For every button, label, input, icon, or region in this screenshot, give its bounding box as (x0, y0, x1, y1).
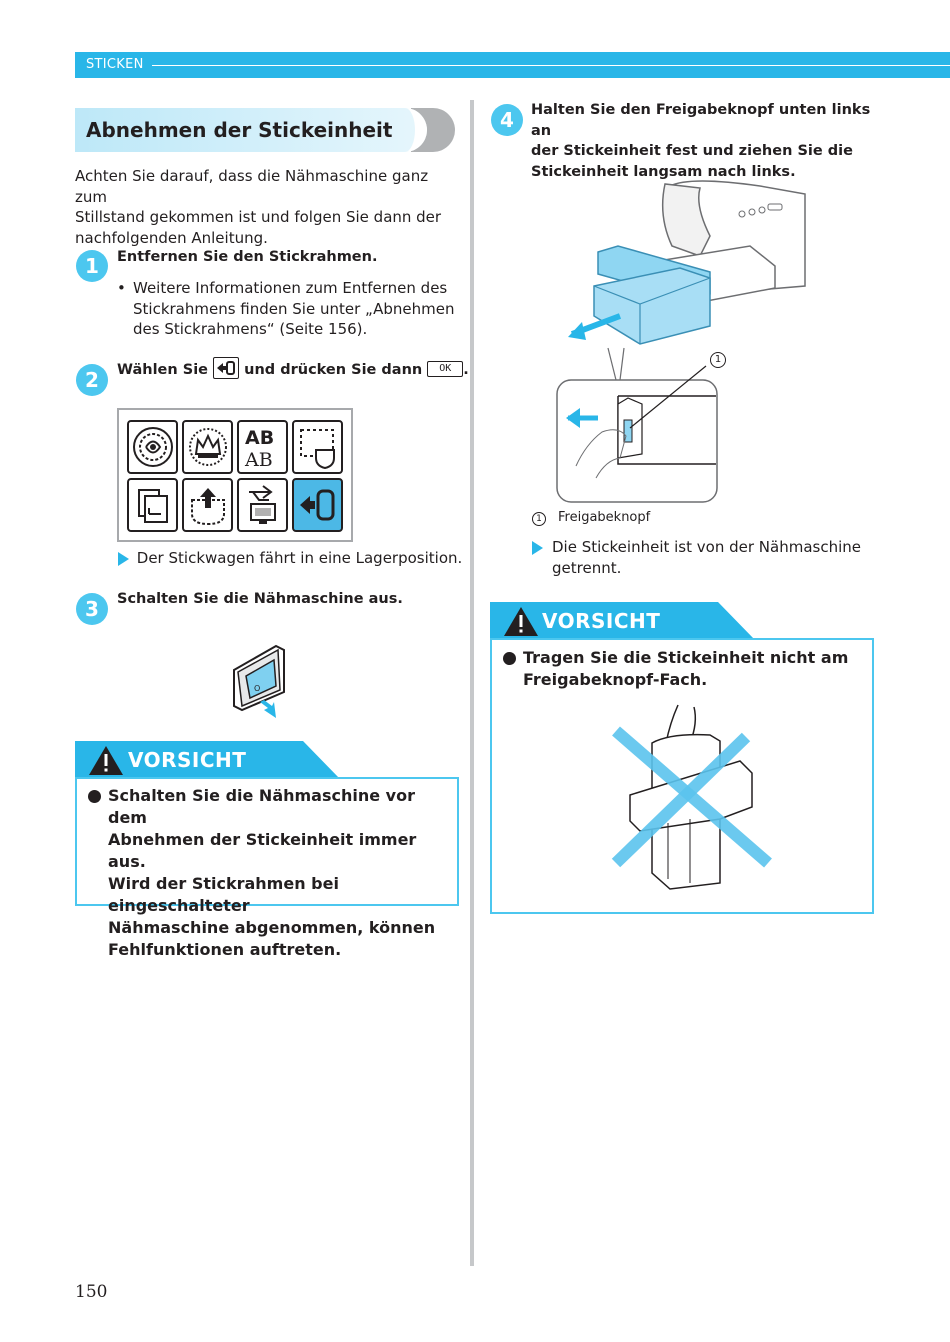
svg-text:AB: AB (245, 427, 274, 449)
callout-number: 1 (710, 352, 726, 368)
caution-text-left: Schalten Sie die Nähmaschine vor dem Abn… (108, 785, 453, 961)
caution-bullet-left (88, 790, 101, 803)
sewing-machine-illustration (568, 180, 806, 345)
caution-header-right (490, 602, 755, 640)
bullet-line: des Stickrahmens“ (Seite 156). (133, 320, 368, 338)
title-tab (75, 108, 455, 152)
intro-line: Stillstand gekommen ist und folgen Sie d… (75, 208, 442, 226)
caution-title-left: VORSICHT (128, 748, 247, 772)
step-4-title: Halten Sie den Freigabeknopf unten links… (531, 100, 891, 182)
caution-line: Nähmaschine abgenommen, können (108, 918, 436, 937)
step-1-title: Entfernen Sie den Stickrahmen. (117, 249, 378, 265)
caution-line: Wird der Stickrahmen bei eingeschalteter (108, 874, 339, 915)
bullet-line: Weitere Informationen zum Entfernen des (133, 279, 448, 297)
step-3-title: Schalten Sie die Nähmaschine aus. (117, 591, 403, 607)
step-2-title-suffix: . (463, 362, 469, 378)
step-4-number: 4 (491, 104, 523, 136)
caution-header-left (75, 741, 340, 779)
step-1-number: 1 (76, 250, 108, 282)
result-arrow-icon (532, 541, 543, 555)
caution-line: Tragen Sie die Stickeinheit nicht am (523, 648, 849, 667)
release-button-detail (556, 347, 718, 503)
power-switch-illustration: O (233, 644, 285, 718)
step-2-title: Wählen Sie und drücken Sie dann OK. (117, 357, 469, 381)
caution-title-right: VORSICHT (542, 609, 661, 633)
memory-icon[interactable] (127, 478, 178, 532)
bullet-line: Stickrahmens finden Sie unter „Abnehmen (133, 299, 455, 318)
caution-box-left (75, 777, 459, 906)
step-4-title-line: Halten Sie den Freigabeknopf unten links… (531, 102, 871, 139)
step-2-title-prefix: Wählen Sie (117, 362, 209, 378)
caution-text-right: Tragen Sie die Stickeinheit nicht am Fre… (523, 647, 863, 691)
legend-label: Freigabeknopf (558, 510, 651, 525)
caution-bullet-right (503, 652, 516, 665)
page-number: 150 (75, 1282, 108, 1302)
header-rule (152, 65, 950, 66)
intro-line: nachfolgenden Anleitung. (75, 228, 268, 247)
pocket-upload-icon[interactable] (182, 478, 233, 532)
step-4-title-line: der Stickeinheit fest und ziehen Sie die (531, 143, 853, 159)
step-1-bullet: • (117, 279, 126, 297)
legend-number: 1 (532, 512, 546, 526)
intro-line: Achten Sie darauf, dass die Nähmaschine … (75, 167, 429, 206)
embroidery-pattern-icon[interactable] (127, 420, 178, 474)
intro-text: Achten Sie darauf, dass die Nähmaschine … (75, 166, 460, 248)
step-4-result: Die Stickeinheit ist von der Nähmaschine… (552, 537, 872, 578)
carriage-return-button-icon (213, 357, 240, 379)
step-2-result-text: Der Stickwagen fährt in eine Lagerpositi… (136, 549, 463, 567)
step-4-result-line: Die Stickeinheit ist von der Nähmaschine (552, 538, 861, 556)
caution-line: Freigabeknopf-Fach. (523, 670, 708, 689)
result-arrow-icon (118, 551, 129, 566)
crown-pattern-icon[interactable] (182, 420, 233, 474)
section-label: STICKEN (86, 57, 144, 72)
column-divider (470, 100, 474, 1266)
caution-line: Abnehmen der Stickeinheit immer aus. (108, 830, 417, 871)
ok-key-icon: OK (427, 361, 464, 377)
usb-icon[interactable] (237, 478, 288, 532)
step-2-title-middle: und drücken Sie dann (244, 362, 423, 378)
carry-prohibited-illustration (611, 704, 772, 890)
step-2-number: 2 (76, 364, 108, 396)
step-2-result: Der Stickwagen fährt in eine Lagerpositi… (118, 548, 462, 569)
step-4-title-line: Stickeinheit langsam nach links. (531, 163, 796, 180)
step-1-bullet-text: Weitere Informationen zum Entfernen des … (133, 278, 463, 340)
carriage-return-icon[interactable] (292, 478, 343, 532)
step-3-number: 3 (76, 593, 108, 625)
caution-line: Schalten Sie die Nähmaschine vor dem (108, 786, 415, 827)
svg-text:AB: AB (244, 449, 273, 470)
frame-pattern-icon[interactable] (292, 420, 343, 474)
step-4-result-line: getrennt. (552, 558, 622, 577)
caution-line: Fehlfunktionen auftreten. (108, 940, 342, 959)
switch-off-label: O (254, 684, 260, 693)
section-title: Abnehmen der Stickeinheit (86, 118, 393, 142)
